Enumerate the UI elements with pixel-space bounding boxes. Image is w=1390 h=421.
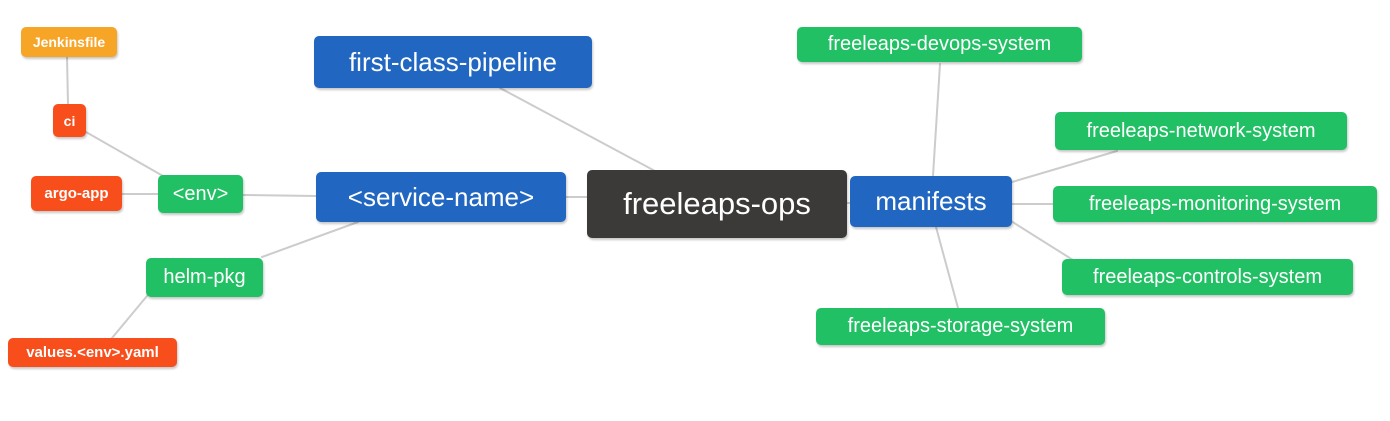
node-freeleaps-ops-root[interactable]: freeleaps-ops [587, 170, 847, 238]
edge-manifests-storage [935, 226, 959, 309]
node-monitoring-system[interactable]: freeleaps-monitoring-system [1053, 186, 1377, 222]
node-network-system[interactable]: freeleaps-network-system [1055, 112, 1347, 150]
node-env[interactable]: <env> [158, 175, 243, 213]
edge-manifests-network [1011, 150, 1118, 183]
node-values-env-yaml[interactable]: values.<env>.yaml [8, 338, 177, 367]
node-first-class-pipeline[interactable]: first-class-pipeline [314, 36, 592, 88]
node-manifests[interactable]: manifests [850, 176, 1012, 227]
node-helm-pkg[interactable]: helm-pkg [146, 258, 263, 297]
edge-servicename-helmpkg [261, 221, 359, 258]
node-ci[interactable]: ci [53, 104, 86, 137]
node-devops-system[interactable]: freeleaps-devops-system [797, 27, 1082, 62]
edge-manifests-controls [1010, 220, 1074, 261]
edge-pipeline-root [499, 87, 656, 172]
node-storage-system[interactable]: freeleaps-storage-system [816, 308, 1105, 345]
node-jenkinsfile[interactable]: Jenkinsfile [21, 27, 117, 57]
node-argo-app[interactable]: argo-app [31, 176, 122, 211]
edge-helmpkg-values [111, 295, 148, 339]
edge-jenkinsfile-ci [66, 56, 69, 105]
edge-ci-env [85, 131, 164, 177]
node-service-name[interactable]: <service-name> [316, 172, 566, 222]
node-controls-system[interactable]: freeleaps-controls-system [1062, 259, 1353, 295]
edge-env-servicename [242, 194, 317, 197]
edge-manifests-devops [932, 63, 941, 177]
